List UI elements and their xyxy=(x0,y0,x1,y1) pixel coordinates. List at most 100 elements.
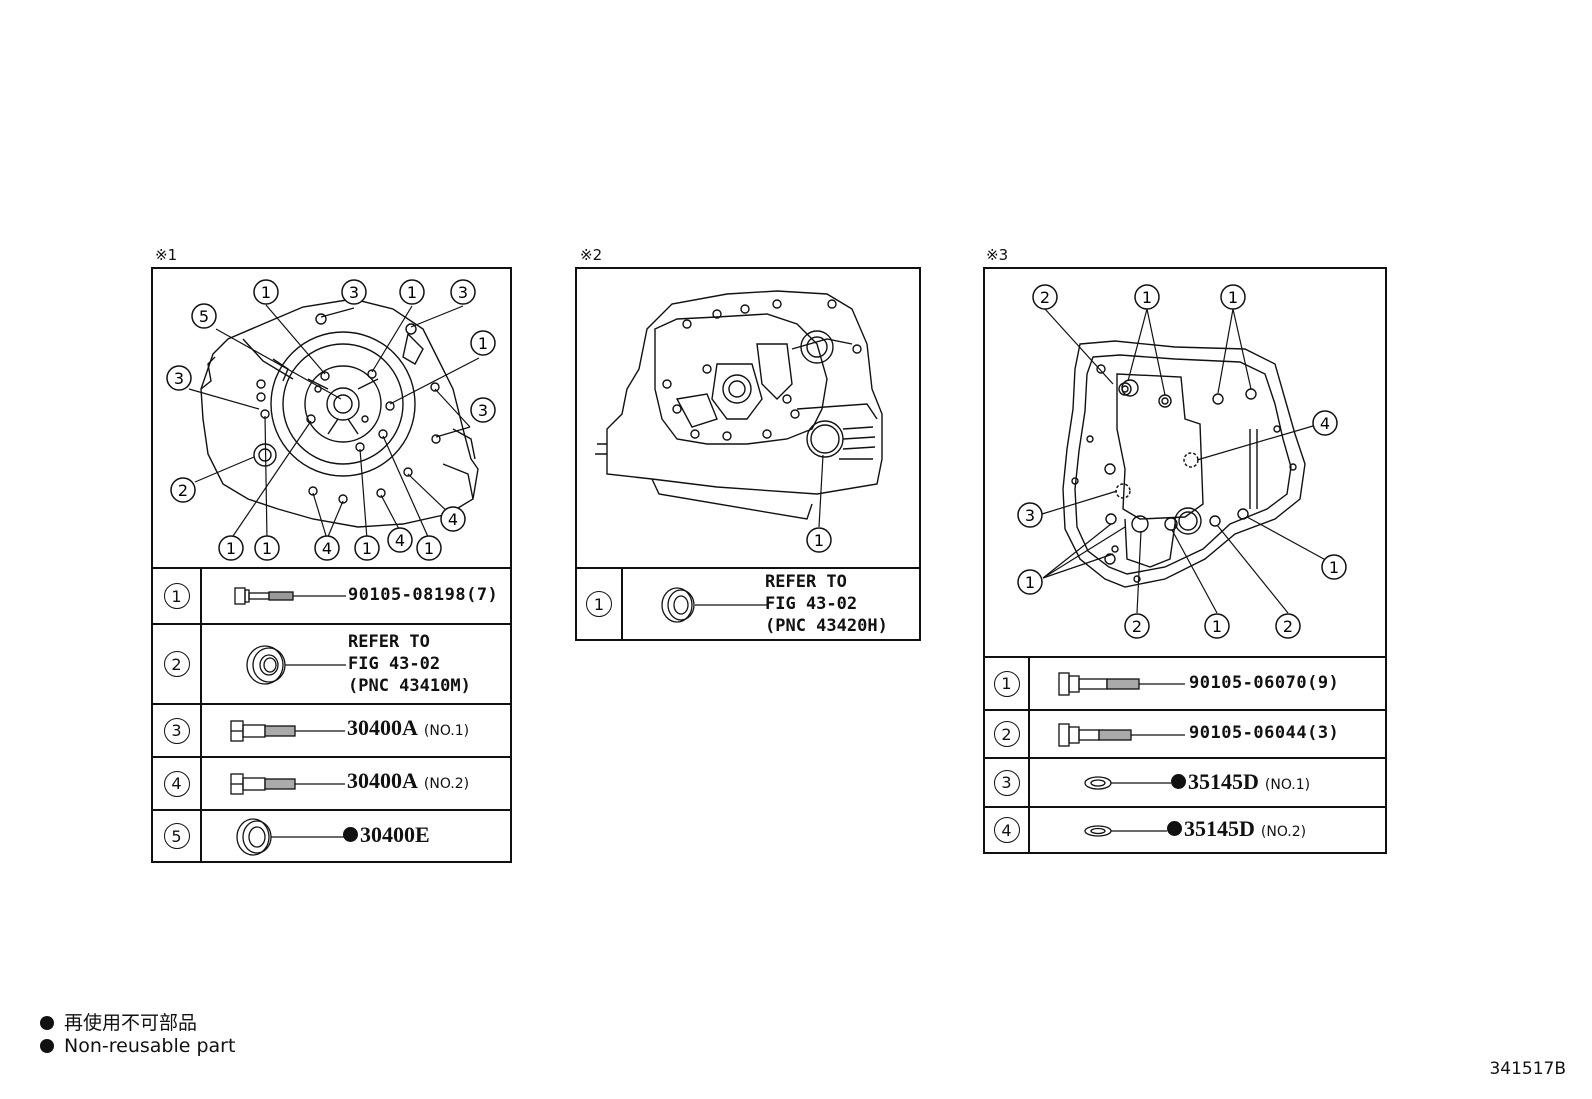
svg-text:1: 1 xyxy=(1228,288,1238,307)
section-mark-3: ※3 xyxy=(986,246,1009,264)
callout: 3 xyxy=(341,279,367,305)
svg-text:1: 1 xyxy=(362,539,372,558)
callouts-panel-1: 1 3 1 3 5 1 3 3 2 4 1 1 4 1 4 1 xyxy=(166,279,496,561)
callout: 3 xyxy=(1017,502,1043,528)
callout: 1 xyxy=(1321,554,1347,580)
svg-text:5: 5 xyxy=(199,307,209,326)
callout: 4 xyxy=(314,535,340,561)
svg-text:3: 3 xyxy=(174,369,184,388)
callouts-panel-2: 1 xyxy=(806,527,832,553)
callout: 1 xyxy=(1017,569,1043,595)
callouts-panel-3: 2 1 1 4 3 1 1 2 1 2 xyxy=(1017,284,1347,639)
callout: 1 xyxy=(218,535,244,561)
callout: 1 xyxy=(470,330,496,356)
callout: 1 xyxy=(806,527,832,553)
svg-text:1: 1 xyxy=(1025,573,1035,592)
non-reusable-dot-icon xyxy=(343,827,358,843)
flange-bolt-icon xyxy=(1058,672,1185,696)
svg-text:1: 1 xyxy=(1329,558,1339,577)
callout: 5 xyxy=(191,303,217,329)
callout: 3 xyxy=(166,365,192,391)
item-number: 1 xyxy=(163,583,190,609)
callout: 2 xyxy=(1124,613,1150,639)
callout: 1 xyxy=(354,535,380,561)
item-number: 5 xyxy=(163,823,190,849)
parts-row: 3 30400A(NO.1) xyxy=(153,703,510,756)
illustration-code: 341517B xyxy=(1489,1059,1566,1079)
callout: 3 xyxy=(470,397,496,423)
part-number: 30400A(NO.2) xyxy=(347,768,470,793)
part-number: 90105-08198(7) xyxy=(348,585,499,605)
parts-row: 4 35145D(NO.2) xyxy=(985,806,1385,852)
non-reusable-dot-icon xyxy=(1171,774,1186,790)
transmission-cover-diagram: 2 1 1 4 3 1 1 2 1 2 xyxy=(1017,284,1347,639)
callout: 4 xyxy=(387,527,413,553)
svg-text:3: 3 xyxy=(349,283,359,302)
part-number: 30400A(NO.1) xyxy=(347,715,470,740)
non-reusable-dot-icon xyxy=(1167,821,1182,837)
non-reusable-dot-icon xyxy=(40,1038,54,1053)
parts-row: 1 90105-06070(9) xyxy=(985,656,1385,709)
svg-text:3: 3 xyxy=(478,401,488,420)
callout: 1 xyxy=(1134,284,1160,310)
item-number: 1 xyxy=(993,670,1020,697)
item-number: 1 xyxy=(586,591,612,617)
svg-text:2: 2 xyxy=(1040,288,1050,307)
svg-text:4: 4 xyxy=(448,510,458,529)
svg-text:3: 3 xyxy=(458,283,468,302)
parts-row: 2 90105-06044(3) xyxy=(985,709,1385,757)
callout: 1 xyxy=(254,535,280,561)
legend-en: Non-reusable part xyxy=(40,1035,235,1057)
svg-text:1: 1 xyxy=(261,283,271,302)
oil-seal-icon xyxy=(246,645,346,685)
svg-text:1: 1 xyxy=(407,283,417,302)
callout: 4 xyxy=(1312,410,1338,436)
bolt-icon xyxy=(230,720,345,742)
svg-text:1: 1 xyxy=(226,539,236,558)
panel-1: 1 3 1 3 5 1 3 3 2 4 1 1 4 1 4 1 1 90 xyxy=(151,267,512,863)
callout: 2 xyxy=(1275,613,1301,639)
callout: 1 xyxy=(416,535,442,561)
svg-text:1: 1 xyxy=(1142,288,1152,307)
callout: 3 xyxy=(450,279,476,305)
transaxle-front-diagram: 1 3 1 3 5 1 3 3 2 4 1 1 4 1 4 1 xyxy=(166,279,496,561)
svg-text:3: 3 xyxy=(1025,506,1035,525)
svg-text:4: 4 xyxy=(395,531,405,550)
part-number: 90105-06070(9) xyxy=(1189,673,1340,693)
svg-text:1: 1 xyxy=(478,334,488,353)
svg-text:4: 4 xyxy=(322,539,332,558)
flange-bolt-icon xyxy=(234,587,346,605)
parts-row: 3 35145D(NO.1) xyxy=(985,757,1385,806)
parts-row: 1 90105-08198(7) xyxy=(153,567,510,623)
part-number: 90105-06044(3) xyxy=(1189,723,1340,743)
gasket-icon xyxy=(1084,825,1167,837)
callout: 2 xyxy=(1032,284,1058,310)
svg-text:1: 1 xyxy=(424,539,434,558)
non-reusable-dot-icon xyxy=(40,1015,54,1030)
item-number: 4 xyxy=(993,817,1020,843)
item-number: 2 xyxy=(163,651,190,677)
section-mark-2: ※2 xyxy=(580,246,603,264)
svg-text:2: 2 xyxy=(178,481,188,500)
legend-jp: 再使用不可部品 xyxy=(40,1008,197,1035)
transaxle-rear-diagram: 1 xyxy=(595,290,883,553)
callout: 4 xyxy=(440,506,466,532)
svg-text:4: 4 xyxy=(1320,414,1330,433)
item-number: 2 xyxy=(993,721,1020,747)
flange-bolt-icon xyxy=(1058,723,1185,747)
oil-seal-icon xyxy=(661,587,767,623)
callout: 1 xyxy=(1204,613,1230,639)
svg-text:2: 2 xyxy=(1132,617,1142,636)
svg-text:1: 1 xyxy=(262,539,272,558)
parts-row: 5 30400E xyxy=(153,809,510,861)
part-number: 35145D(NO.2) xyxy=(1167,816,1306,842)
panel-3: 2 1 1 4 3 1 1 2 1 2 1 90105-06070(9) 2 xyxy=(983,267,1387,854)
callout: 2 xyxy=(170,477,196,503)
callout: 1 xyxy=(1220,284,1246,310)
part-number: 35145D(NO.1) xyxy=(1171,769,1310,795)
